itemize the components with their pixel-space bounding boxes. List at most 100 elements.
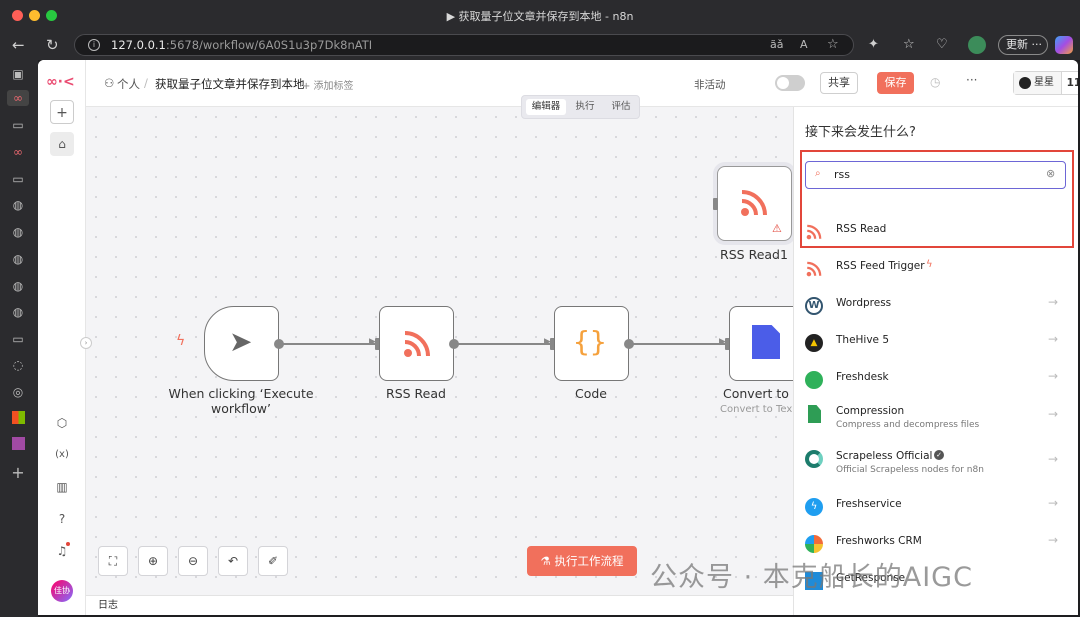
breadcrumb-owner[interactable]: 个人 [117,77,140,91]
microsoft-icon[interactable] [12,411,25,424]
rss-icon [806,261,822,277]
arrow-right-icon: → [1048,369,1059,383]
read-aloud-icon[interactable]: A [800,38,808,51]
thehive-icon: ▲ [805,334,823,352]
node-manual-trigger[interactable]: ➤ [204,306,279,381]
minimize-window-button[interactable] [29,10,40,21]
mode-tabs: 编辑器 执行 评估 [521,95,640,119]
update-button[interactable]: 更新 ··· [998,35,1048,55]
list-item[interactable]: Freshdesk → [794,361,1078,398]
home-icon[interactable]: ⌂ [50,132,74,156]
input-port[interactable] [375,338,380,350]
help-icon[interactable]: ? [58,512,66,526]
health-icon[interactable]: ♡ [936,37,948,52]
list-item[interactable]: Scrapeless Official ✓ Official Scrapeles… [794,440,1078,480]
input-port[interactable] [725,338,730,350]
node-code[interactable]: {} [554,306,629,381]
list-item[interactable]: RSS Read [794,213,1078,250]
tab-evaluations[interactable]: 评估 [611,101,631,112]
insights-icon[interactable]: ▥ [56,480,68,494]
undo-button[interactable]: ↶ [218,546,248,576]
node-label: Convert to F [723,386,801,401]
tidy-up-button[interactable]: ✐ [258,546,288,576]
templates-icon[interactable]: ⬡ [56,416,68,430]
github-icon [1019,77,1031,89]
info-icon[interactable]: i [88,39,100,51]
input-port[interactable] [550,338,555,350]
avatar[interactable]: 佳协 [51,580,73,602]
node-search-input[interactable]: ⌕ rss ⊗ [805,161,1066,189]
list-item[interactable]: Freshworks CRM → [794,525,1078,562]
extensions-icon[interactable]: ✦ [868,37,879,52]
zoom-out-button[interactable]: ⊖ [178,546,208,576]
workflow-name[interactable]: 获取量子位文章并保存到本地 [155,77,305,91]
search-tab-icon[interactable]: ◌ [12,358,24,372]
zoom-in-button[interactable]: ⊕ [138,546,168,576]
warning-icon[interactable]: ⚠ [772,222,782,235]
file-convert-icon [752,325,780,359]
back-arrow-icon[interactable]: ← [12,36,25,54]
list-item[interactable]: W Wordpress → [794,287,1078,324]
tab-icon-2[interactable]: ▭ [12,118,24,132]
copilot-icon[interactable] [1055,36,1073,54]
maximize-window-button[interactable] [46,10,57,21]
globe-icon[interactable]: ◍ [12,198,24,212]
node-sublabel: Convert to Tex [720,404,793,415]
translate-icon[interactable]: ãǎ [770,38,784,51]
expand-panel-icon[interactable]: › [80,337,92,349]
list-item[interactable]: Compression Compress and decompress file… [794,395,1078,435]
bell-icon[interactable]: ♫ [50,539,74,563]
new-tab-icon[interactable]: + [11,463,25,482]
github-stars-button[interactable]: 星星 118,391 [1013,71,1078,95]
list-item[interactable]: ▲ TheHive 5 → [794,324,1078,361]
globe-icon[interactable]: ◍ [12,305,24,319]
fit-view-button[interactable]: ⛶ [98,546,128,576]
scrapeless-icon [805,450,823,468]
add-icon[interactable]: + [50,100,74,124]
list-item[interactable]: ϟ Freshservice → [794,488,1078,525]
globe-icon[interactable]: ◍ [12,225,24,239]
favorite-star-icon[interactable]: ☆ [827,37,839,52]
reload-icon[interactable]: ↻ [46,36,59,54]
variables-icon[interactable]: (x) [55,449,69,460]
output-port[interactable] [274,339,284,349]
input-port[interactable] [713,198,718,210]
clear-search-icon[interactable]: ⊗ [1046,167,1056,180]
tab-icon-4[interactable]: ▭ [12,172,24,186]
add-tag-link[interactable]: + 添加标签 [302,81,354,92]
history-icon[interactable]: ◷ [930,75,941,89]
search-value: rss [834,168,850,181]
tab-editor[interactable]: 编辑器 [526,99,566,115]
arrow-right-icon: → [1048,533,1059,547]
close-window-button[interactable] [12,10,23,21]
save-button[interactable]: 保存 [877,72,914,94]
workflow-canvas[interactable]: 编辑器 执行 评估 › ▶ ▶ ▶ ϟ ➤ When clicking ‘Exe… [80,95,804,595]
output-port[interactable] [449,339,459,349]
tab-executions[interactable]: 执行 [575,101,595,112]
tab-icon-12[interactable]: ◎ [12,385,24,399]
globe-icon[interactable]: ◍ [12,279,24,293]
globe-icon[interactable]: ◍ [12,252,24,266]
address-bar[interactable]: i 127.0.0.1:5678/workflow/6A0S1u3p7Dk8nA… [74,34,854,56]
logs-bar[interactable]: 日志 [86,595,793,615]
active-toggle[interactable] [775,75,805,91]
tab-panel-icon[interactable]: ▣ [12,67,24,81]
window-title: ▶ 获取量子位文章并保存到本地 - n8n [446,10,634,23]
profile-icon[interactable] [968,36,986,54]
tab-icon-3[interactable]: ∞ [13,145,23,159]
tab-icon-10[interactable]: ▭ [12,332,24,346]
node-rss-read1[interactable]: ⚠ [717,166,792,241]
arrow-head-icon: ▶ [544,337,551,347]
tab-icon-14[interactable] [12,437,25,450]
node-convert-to-file[interactable] [729,306,804,381]
more-options-icon[interactable]: ··· [966,73,978,87]
share-button[interactable]: 共享 [820,72,858,94]
list-item[interactable]: RSS Feed Trigger ϟ [794,250,1078,287]
node-rss-read[interactable] [379,306,454,381]
execute-workflow-button[interactable]: ⚗ 执行工作流程 [527,546,637,576]
output-port[interactable] [624,339,634,349]
favorites-icon[interactable]: ☆ [903,37,915,52]
n8n-logo-icon[interactable]: ∞·< [46,74,75,90]
tab-n8n-active[interactable]: ∞ [7,90,29,106]
list-item[interactable]: GetResponse [794,562,1078,599]
